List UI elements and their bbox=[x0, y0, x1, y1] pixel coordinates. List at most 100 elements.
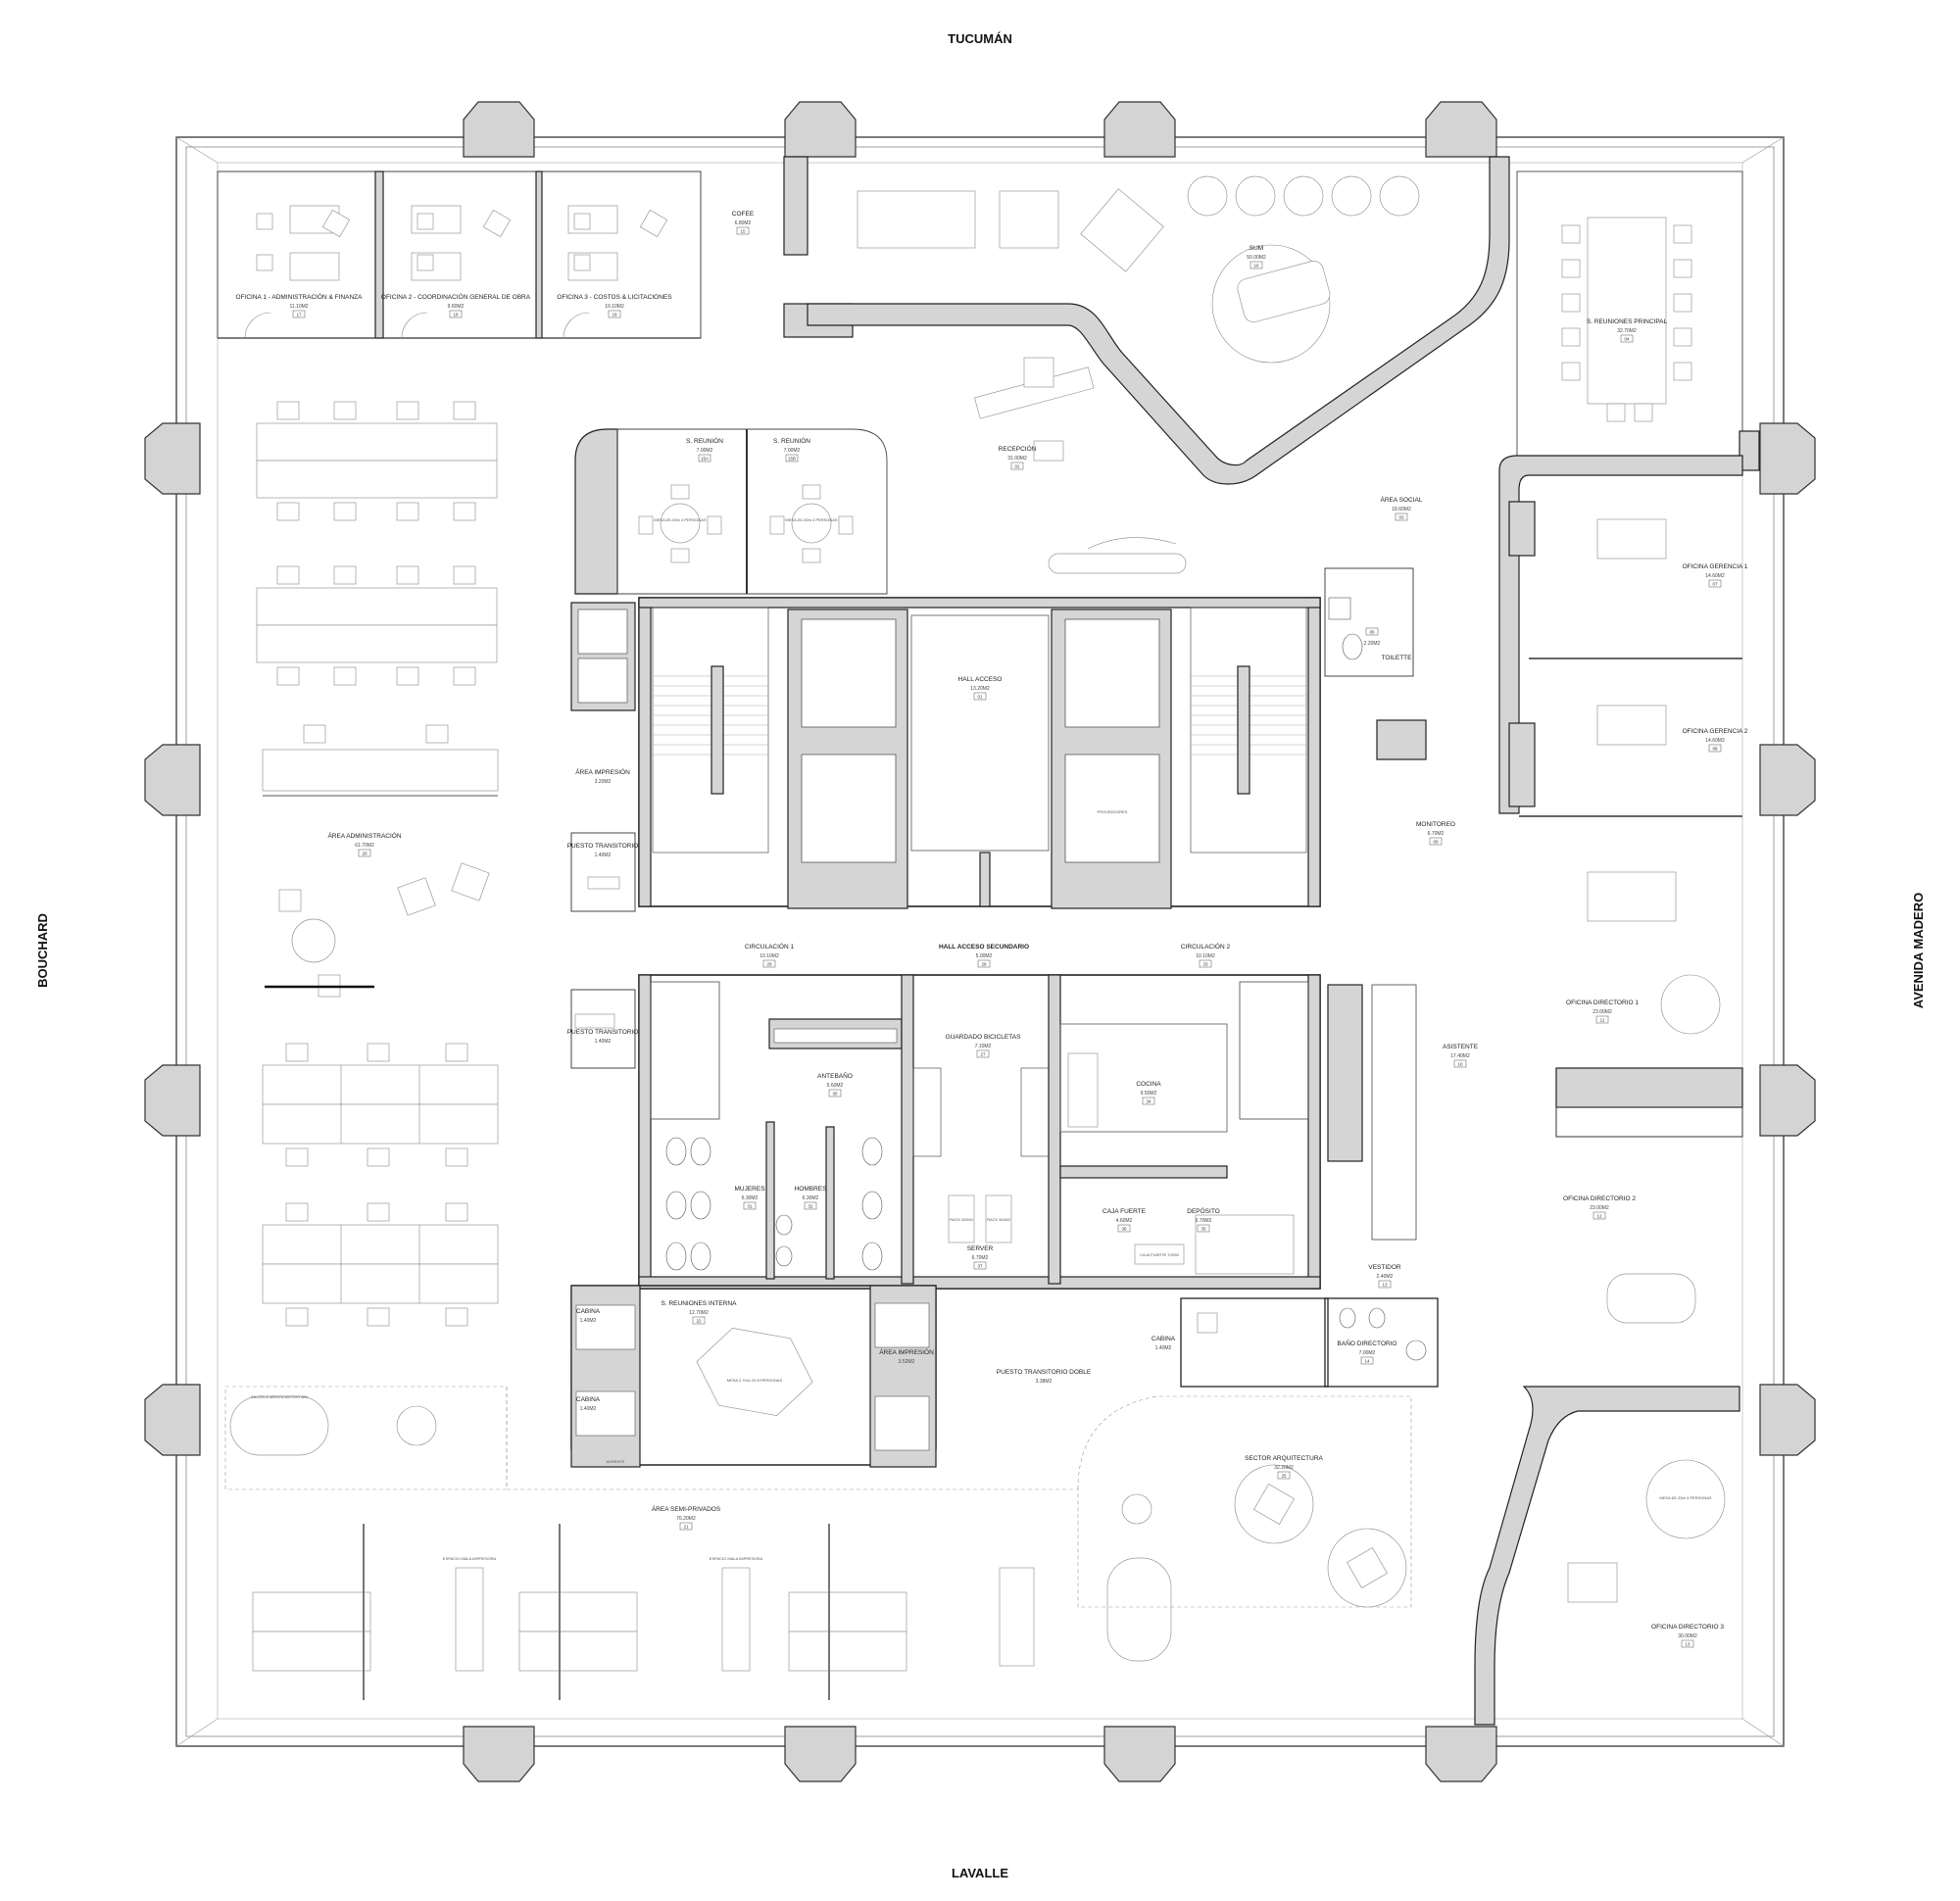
espacio-1-label: ESPACIO MALA IMPRESORA bbox=[443, 1556, 497, 1561]
svg-text:1.40M2: 1.40M2 bbox=[580, 1406, 597, 1412]
svg-text:07: 07 bbox=[1712, 582, 1718, 587]
area-administracion bbox=[256, 401, 499, 998]
svg-text:21: 21 bbox=[683, 1525, 689, 1530]
label-cofee: COFEE 6.80M2 15 bbox=[732, 211, 755, 235]
svg-text:2.40M2: 2.40M2 bbox=[1377, 1274, 1394, 1280]
caja-fuerte-box-label: CAJA FUERTE 70X50 bbox=[1140, 1252, 1179, 1257]
svg-text:35: 35 bbox=[1200, 1227, 1206, 1232]
label-guardado: GUARDADO BICICLETAS 7.10M2 27 bbox=[946, 1034, 1021, 1058]
svg-text:OFICINA 1 - ADMINISTRACIÓN & F: OFICINA 1 - ADMINISTRACIÓN & FINANZA bbox=[236, 292, 364, 301]
svg-text:HALL ACCESO SECUNDARIO: HALL ACCESO SECUNDARIO bbox=[939, 944, 1029, 950]
label-hombres: HOMBRES 6.30M2 32 bbox=[795, 1186, 828, 1210]
label-sectorarq: SECTOR ARQUITECTURA 32.20M2 25 bbox=[1245, 1455, 1324, 1480]
svg-text:01: 01 bbox=[977, 695, 983, 700]
label-puesto2: PUESTO TRANSITORIO 1.40M2 bbox=[567, 1029, 639, 1045]
svg-text:BAÑO DIRECTORIO: BAÑO DIRECTORIO bbox=[1338, 1339, 1397, 1347]
svg-text:03: 03 bbox=[1398, 515, 1404, 520]
left-core-elements bbox=[570, 602, 636, 1069]
label-hallsecundario: HALL ACCESO SECUNDARIO 5.00M2 28 bbox=[939, 944, 1029, 968]
svg-text:32: 32 bbox=[808, 1204, 813, 1209]
svg-text:S. REUNIÓN: S. REUNIÓN bbox=[773, 436, 810, 445]
svg-text:HALL ACCESO: HALL ACCESO bbox=[958, 676, 1003, 683]
svg-text:50.00M2: 50.00M2 bbox=[1247, 255, 1266, 261]
svg-text:COCINA: COCINA bbox=[1136, 1081, 1161, 1088]
svg-text:14.60M2: 14.60M2 bbox=[1705, 738, 1725, 744]
svg-text:1.40M2: 1.40M2 bbox=[595, 853, 612, 858]
rack-1-label: RACK 60X60 bbox=[950, 1217, 974, 1222]
svg-text:29: 29 bbox=[766, 962, 772, 967]
label-mujeres: MUJERES 6.30M2 31 bbox=[734, 1186, 765, 1210]
svg-text:28: 28 bbox=[981, 962, 987, 967]
svg-text:1.40M2: 1.40M2 bbox=[580, 1318, 597, 1324]
svg-text:11.10M2: 11.10M2 bbox=[289, 304, 308, 310]
svg-text:MONITOREO: MONITOREO bbox=[1416, 821, 1455, 828]
svg-text:S. REUNIONES PRINCIPAL: S. REUNIONES PRINCIPAL bbox=[1587, 318, 1668, 325]
svg-text:1.40M2: 1.40M2 bbox=[595, 1039, 612, 1045]
sillon-label: SILLÓN & MESITA MOTIVO B/N bbox=[251, 1394, 308, 1399]
label-sreunion15b: S. REUNIÓN 7.00M2 15B bbox=[773, 436, 810, 463]
svg-text:23.00M2: 23.00M2 bbox=[1590, 1205, 1609, 1211]
central-core: PROVEEDORES bbox=[638, 597, 1321, 909]
svg-text:15A: 15A bbox=[701, 457, 709, 462]
top-middle bbox=[783, 156, 1510, 574]
svg-text:22: 22 bbox=[696, 1319, 702, 1324]
svg-text:13: 13 bbox=[1382, 1283, 1388, 1288]
street-bottom: LAVALLE bbox=[952, 1866, 1008, 1880]
s-reuniones-interna-area: MESA 2.70x1.20 8 PERSONAS AERENTE bbox=[570, 1285, 937, 1468]
svg-text:S. REUNIÓN: S. REUNIÓN bbox=[686, 436, 723, 445]
right-offices: MESA Ø1.20m 4 PERSONAS bbox=[1474, 455, 1743, 1726]
label-cabina1: CABINA 1.40M2 bbox=[576, 1308, 601, 1324]
svg-text:13: 13 bbox=[1685, 1642, 1690, 1647]
svg-text:12: 12 bbox=[1596, 1214, 1602, 1219]
label-areasocial: ÁREA SOCIAL 18.60M2 03 bbox=[1381, 495, 1423, 521]
rack-2-label: RACK 60X60 bbox=[987, 1217, 1011, 1222]
svg-text:SERVER: SERVER bbox=[967, 1245, 994, 1252]
svg-text:15B: 15B bbox=[788, 457, 796, 462]
svg-text:OFICINA GERENCIA 1: OFICINA GERENCIA 1 bbox=[1683, 563, 1748, 570]
label-areaadmin: ÁREA ADMINISTRACIÓN 61.70M2 20 bbox=[327, 831, 402, 857]
svg-text:S. REUNIONES INTERNA: S. REUNIONES INTERNA bbox=[662, 1300, 738, 1307]
svg-text:HOMBRES: HOMBRES bbox=[795, 1186, 828, 1193]
label-directorio3: OFICINA DIRECTORIO 3 30.00M2 13 bbox=[1651, 1624, 1724, 1648]
sector-arquitectura bbox=[1077, 1395, 1412, 1608]
svg-text:10: 10 bbox=[1457, 1062, 1463, 1067]
svg-text:5.00M2: 5.00M2 bbox=[976, 953, 993, 959]
label-areaimpresion1: ÁREA IMPRESIÓN 3.20M2 bbox=[575, 767, 630, 785]
svg-text:OFICINA 3 - COSTOS & LICITACIO: OFICINA 3 - COSTOS & LICITACIONES bbox=[557, 294, 672, 301]
svg-text:27: 27 bbox=[980, 1052, 986, 1057]
svg-text:37: 37 bbox=[977, 1264, 983, 1269]
svg-text:CABINA: CABINA bbox=[1152, 1336, 1176, 1342]
room-labels: OFICINA 1 - ADMINISTRACIÓN & FINANZA 11.… bbox=[236, 211, 1748, 1648]
svg-text:04: 04 bbox=[1624, 337, 1630, 342]
label-circulacion2: CIRCULACIÓN 2 10.10M2 33 bbox=[1181, 942, 1230, 968]
label-puesto1: PUESTO TRANSITORIO 1.40M2 bbox=[567, 843, 639, 858]
street-left: BOUCHARD bbox=[35, 913, 50, 988]
svg-text:14: 14 bbox=[1364, 1359, 1370, 1364]
label-semiprivados: ÁREA SEMI-PRIVADOS 76.20M2 21 bbox=[652, 1504, 721, 1531]
svg-text:ASISTENTE: ASISTENTE bbox=[1443, 1044, 1479, 1050]
svg-text:10.10M2: 10.10M2 bbox=[605, 304, 624, 310]
label-sum: SUM 50.00M2 16 bbox=[1247, 245, 1266, 269]
label-toilette: TOILETTE 2.20M2 06 bbox=[1364, 627, 1412, 661]
svg-text:6.70M2: 6.70M2 bbox=[1196, 1218, 1212, 1224]
label-directorio1: OFICINA DIRECTORIO 1 23.00M2 11 bbox=[1566, 999, 1639, 1024]
svg-text:7.00M2: 7.00M2 bbox=[1359, 1350, 1376, 1356]
svg-text:23.00M2: 23.00M2 bbox=[1592, 1009, 1612, 1015]
label-cabina3: CABINA 1.40M2 bbox=[1152, 1336, 1176, 1351]
label-cajafuerte: CAJA FUERTE 4.60M2 36 bbox=[1102, 1208, 1147, 1233]
svg-text:32.70M2: 32.70M2 bbox=[1617, 328, 1637, 334]
svg-text:31: 31 bbox=[747, 1204, 753, 1209]
svg-text:06: 06 bbox=[1369, 630, 1375, 635]
svg-text:25: 25 bbox=[1281, 1474, 1287, 1479]
label-circulacion1: CIRCULACIÓN 1 10.10M2 29 bbox=[745, 942, 794, 968]
svg-text:33: 33 bbox=[1202, 962, 1208, 967]
label-directorio2: OFICINA DIRECTORIO 2 23.00M2 12 bbox=[1563, 1195, 1636, 1220]
svg-text:CAJA FUERTE: CAJA FUERTE bbox=[1102, 1208, 1147, 1215]
svg-text:16: 16 bbox=[1253, 264, 1259, 268]
s-reuniones-principal-area bbox=[1516, 171, 1760, 471]
svg-text:6.80M2: 6.80M2 bbox=[735, 220, 752, 226]
svg-text:SUM: SUM bbox=[1250, 245, 1263, 252]
svg-text:6.70M2: 6.70M2 bbox=[1428, 831, 1445, 837]
svg-text:02: 02 bbox=[1014, 464, 1020, 469]
svg-text:3.20M2: 3.20M2 bbox=[595, 779, 612, 785]
